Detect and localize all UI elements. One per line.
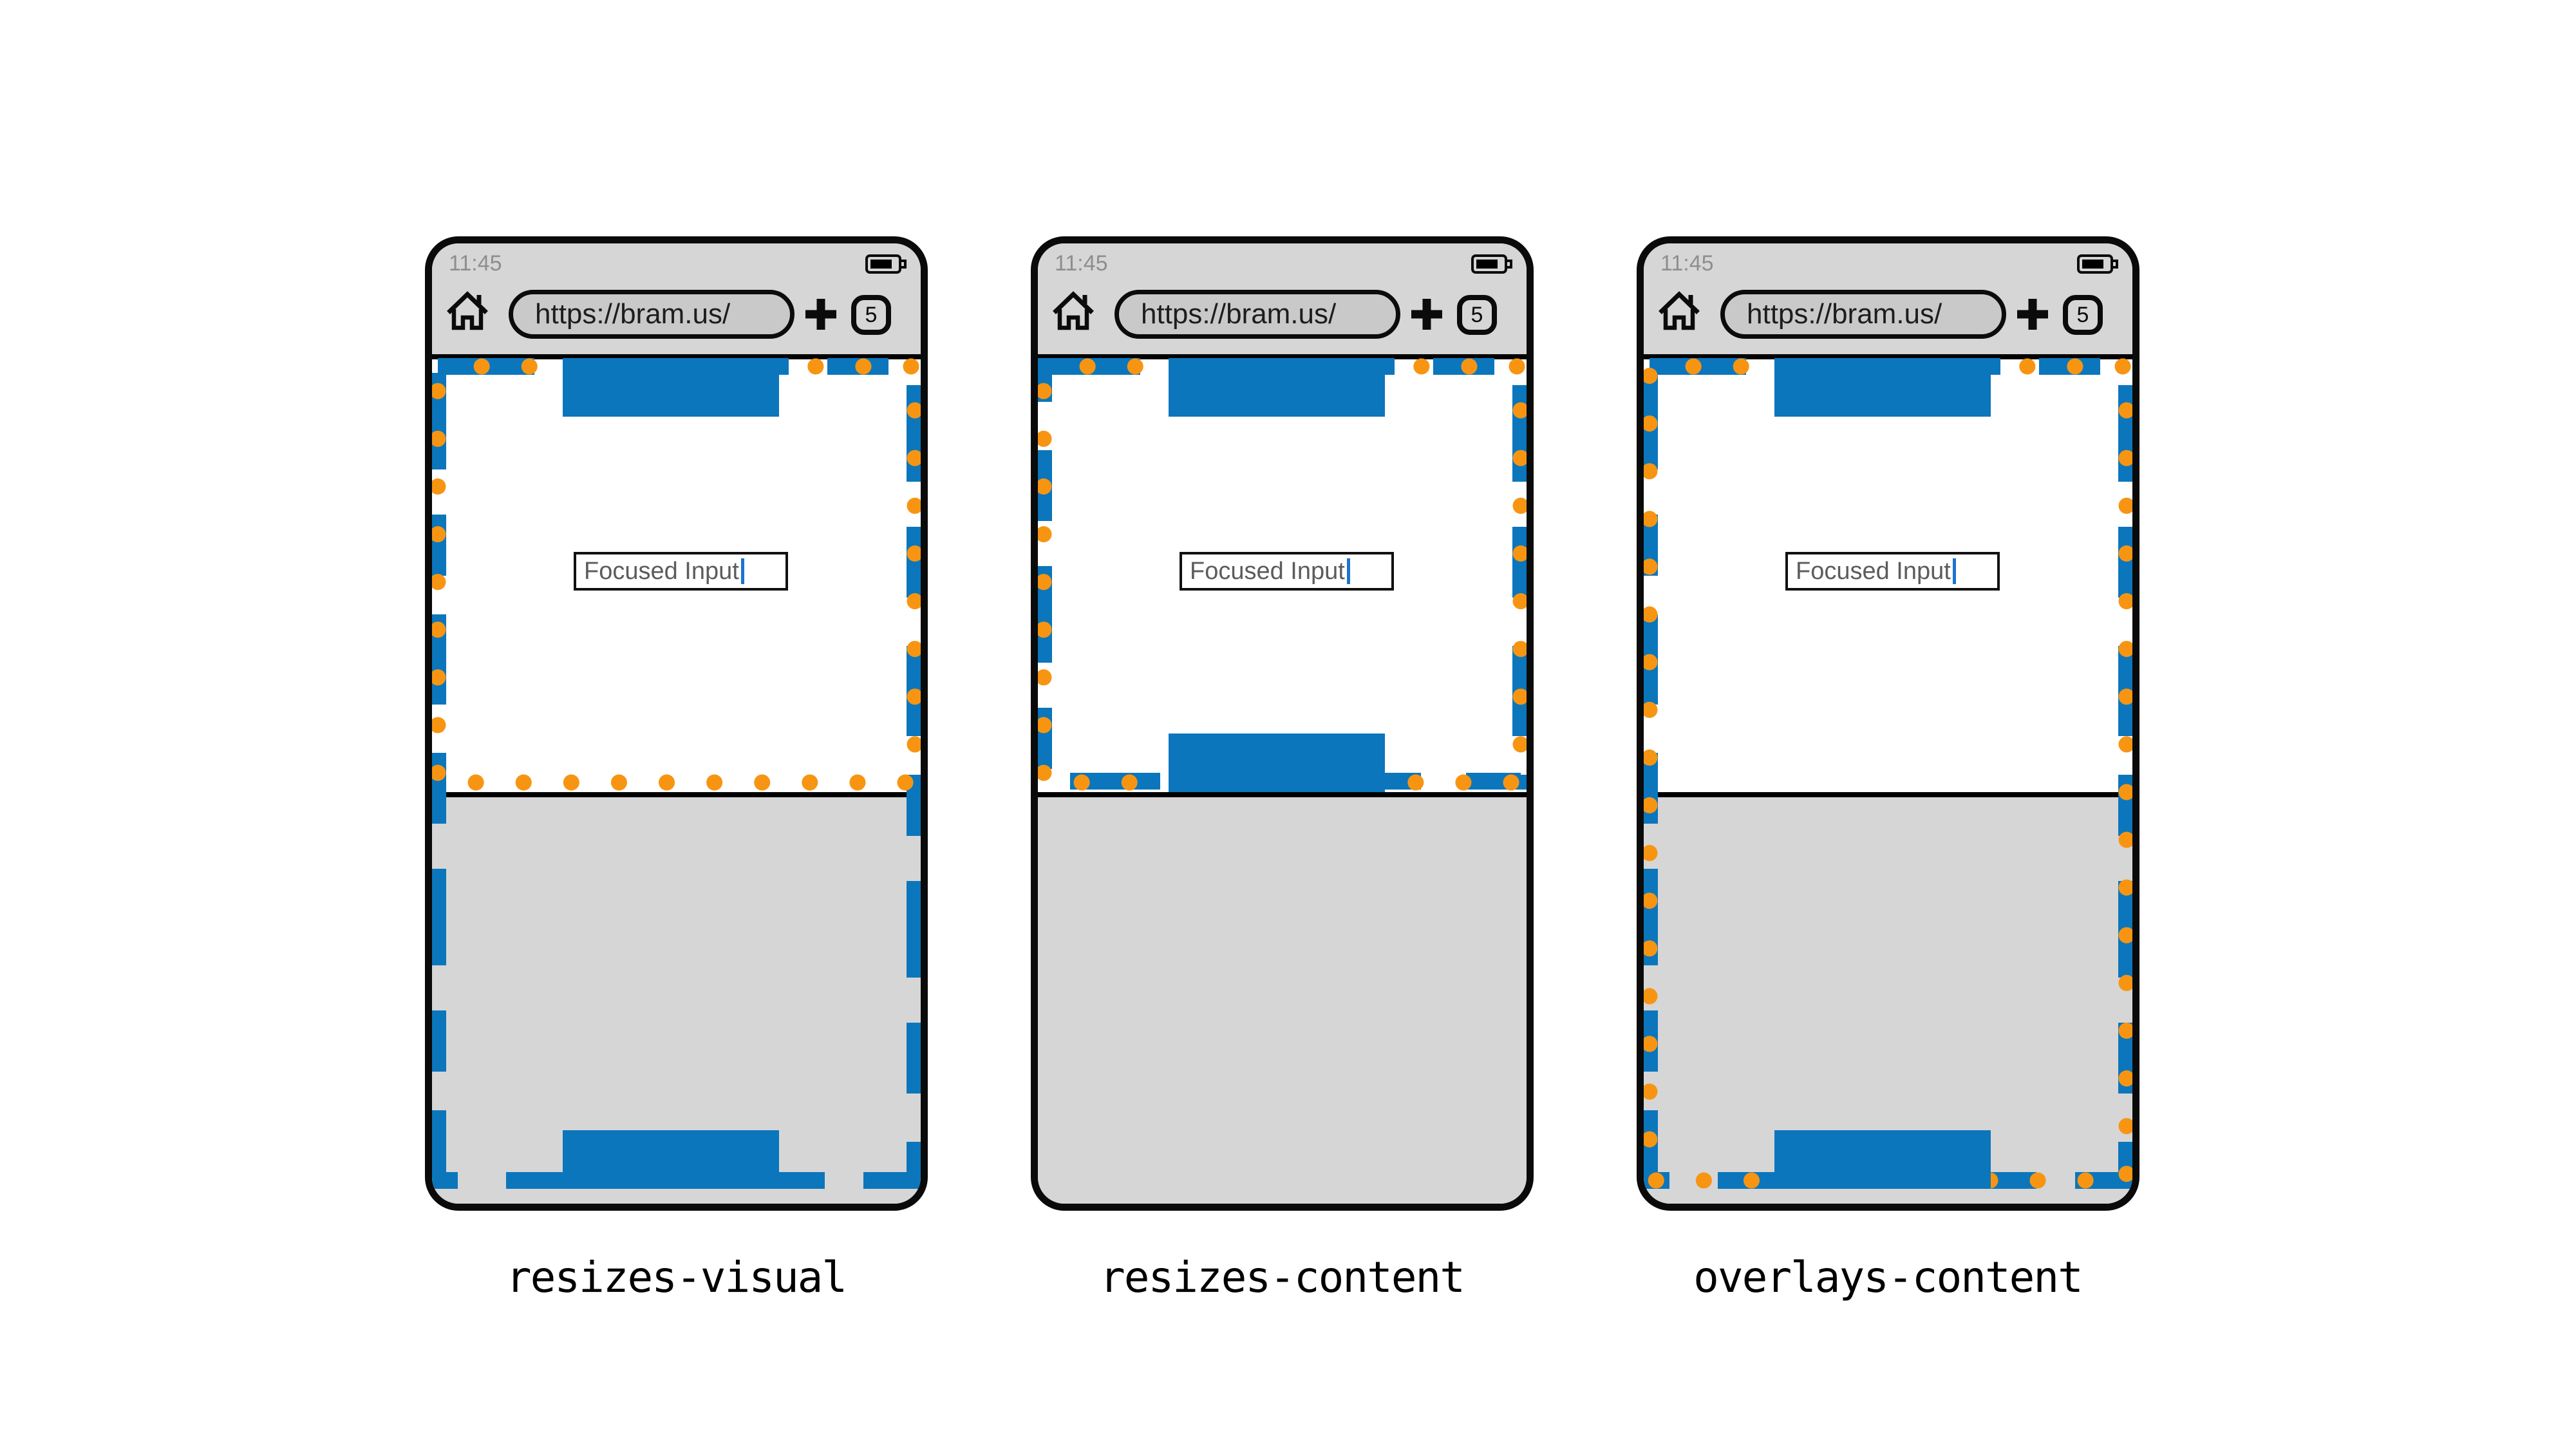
new-tab-button[interactable]: [803, 296, 839, 332]
home-button[interactable]: [445, 289, 490, 334]
caption-resizes-visual: resizes-visual: [505, 1253, 847, 1302]
input-value: Focused Input: [584, 557, 739, 585]
tab-count: 5: [1471, 302, 1483, 327]
new-tab-button[interactable]: [1409, 296, 1445, 332]
plus-icon: [805, 299, 836, 330]
home-icon: [1053, 291, 1094, 330]
tab-count: 5: [865, 302, 878, 327]
url-text: https://bram.us/: [535, 298, 731, 330]
browser-chrome: 11:45 https://bram.us/ 5: [1038, 243, 1527, 354]
focused-input[interactable]: Focused Input: [1180, 552, 1394, 591]
home-button[interactable]: [1657, 289, 1702, 334]
keyboard-divider: [1038, 792, 1527, 797]
address-bar[interactable]: https://bram.us/: [1114, 290, 1400, 339]
home-icon: [447, 291, 488, 330]
chrome-divider: [1038, 354, 1527, 359]
input-value: Focused Input: [1190, 557, 1345, 585]
text-caret: [1952, 558, 1956, 584]
status-time: 11:45: [1660, 251, 1714, 276]
browser-chrome: 11:45 https://bram.us/ 5: [432, 243, 921, 354]
focused-input[interactable]: Focused Input: [574, 552, 788, 591]
chrome-divider: [432, 354, 921, 359]
virtual-keyboard: [1644, 797, 2132, 1204]
text-caret: [1346, 558, 1350, 584]
browser-chrome: 11:45 https://bram.us/ 5: [1644, 243, 2132, 354]
phone-mockup-resizes-content: 11:45 https://bram.us/ 5 Focused Input: [1031, 236, 1534, 1211]
home-button[interactable]: [1051, 289, 1096, 334]
phone-mockup-resizes-visual: 11:45 https://bram.us/ 5 Focused Input: [425, 236, 928, 1211]
caption-overlays-content: overlays-content: [1693, 1253, 2083, 1302]
address-bar[interactable]: https://bram.us/: [1720, 290, 2006, 339]
status-time: 11:45: [1055, 251, 1108, 276]
status-time: 11:45: [449, 251, 502, 276]
tab-counter-badge[interactable]: 5: [1457, 295, 1497, 335]
plus-icon: [1411, 299, 1442, 330]
phone-mockup-overlays-content: 11:45 https://bram.us/ 5 Focused Input: [1637, 236, 2139, 1211]
battery-icon: [865, 254, 907, 274]
home-icon: [1659, 291, 1700, 330]
chrome-divider: [1644, 354, 2132, 359]
battery-icon: [1471, 254, 1512, 274]
virtual-keyboard: [432, 797, 921, 1204]
focused-input[interactable]: Focused Input: [1785, 552, 2000, 591]
url-text: https://bram.us/: [1141, 298, 1337, 330]
tab-count: 5: [2076, 302, 2089, 327]
input-value: Focused Input: [1796, 557, 1951, 585]
battery-icon: [2077, 254, 2118, 274]
virtual-keyboard: [1038, 797, 1527, 1204]
tab-counter-badge[interactable]: 5: [851, 295, 891, 335]
keyboard-divider: [1644, 792, 2132, 797]
text-caret: [740, 558, 744, 584]
plus-icon: [2017, 299, 2048, 330]
tab-counter-badge[interactable]: 5: [2063, 295, 2103, 335]
caption-resizes-content: resizes-content: [1099, 1253, 1465, 1302]
url-text: https://bram.us/: [1747, 298, 1942, 330]
address-bar[interactable]: https://bram.us/: [509, 290, 794, 339]
keyboard-divider: [432, 792, 921, 797]
new-tab-button[interactable]: [2015, 296, 2051, 332]
